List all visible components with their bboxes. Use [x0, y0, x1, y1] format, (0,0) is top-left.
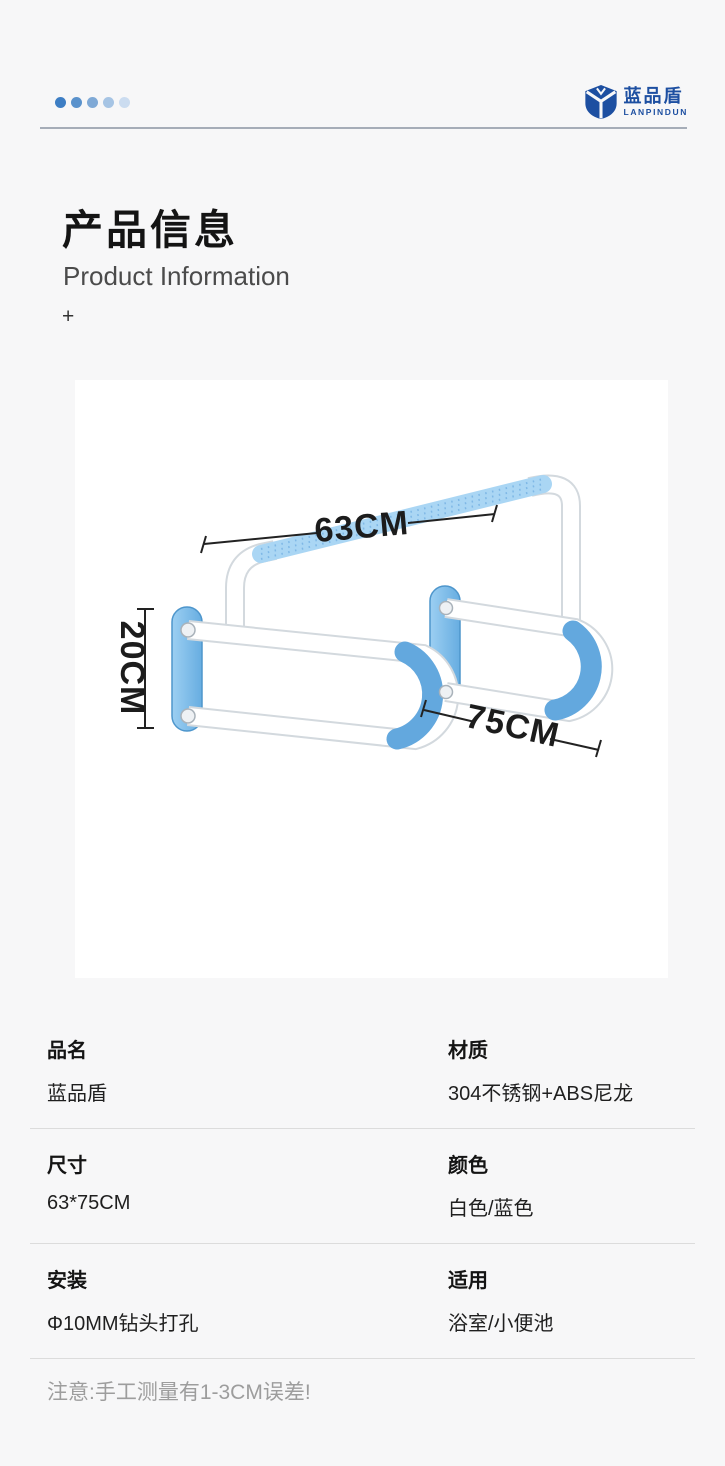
- header-divider: [40, 127, 687, 129]
- spec-value: 63*75CM: [47, 1192, 131, 1214]
- spec-value: 浴室/小便池: [448, 1313, 554, 1335]
- spec-label: 安装: [47, 1270, 87, 1292]
- spec-row: 尺寸 63*75CM 颜色 白色/蓝色: [30, 1129, 695, 1244]
- spec-value: 蓝品盾: [47, 1083, 107, 1105]
- spec-value: Φ10MM钻头打孔: [47, 1313, 199, 1335]
- progress-dot: [103, 97, 114, 108]
- page-subtitle: Product Information: [63, 261, 290, 291]
- page-title: 产品信息: [62, 207, 238, 253]
- right-u-handle: [438, 598, 614, 723]
- spec-value: 304不锈钢+ABS尼龙: [448, 1083, 634, 1105]
- left-grip-cap: [386, 641, 444, 750]
- plus-mark: +: [62, 305, 75, 328]
- progress-dots: [55, 97, 130, 108]
- crossbar-grip: [252, 475, 552, 563]
- progress-dot: [119, 97, 130, 108]
- spec-value: 白色/蓝色: [448, 1198, 534, 1220]
- left-u-handle: [180, 620, 460, 751]
- spec-label: 尺寸: [47, 1155, 87, 1177]
- dimension-width-label: 63CM: [313, 504, 411, 550]
- progress-dot: [87, 97, 98, 108]
- spec-label: 适用: [448, 1270, 488, 1292]
- spec-label: 品名: [47, 1040, 87, 1062]
- screw-icon: [438, 600, 454, 616]
- dimension-height-label: 20CM: [113, 621, 151, 716]
- screw-icon: [180, 708, 196, 724]
- spec-row: 品名 蓝品盾 材质 304不锈钢+ABS尼龙: [30, 1014, 695, 1129]
- spec-table: 品名 蓝品盾 材质 304不锈钢+ABS尼龙 尺寸 63*75CM 颜色 白色/…: [30, 1014, 695, 1406]
- progress-dot: [71, 97, 82, 108]
- screw-icon: [180, 622, 196, 638]
- product-illustration: 63CM 20CM 75CM: [113, 474, 614, 758]
- brand-logo: 蓝品盾 LANPINDUN: [584, 84, 688, 120]
- dimension-height: 20CM: [113, 608, 154, 729]
- brand-name-cn: 蓝品盾: [623, 86, 684, 107]
- right-grip-cap: [544, 620, 602, 721]
- dimension-width: 63CM: [200, 504, 498, 554]
- progress-dot: [55, 97, 66, 108]
- shield-logo-icon: [584, 85, 617, 119]
- product-image-card: 63CM 20CM 75CM: [75, 380, 668, 978]
- spec-label: 材质: [448, 1040, 488, 1062]
- screw-icon: [438, 684, 454, 700]
- measurement-note: 注意:手工测量有1-3CM误差!: [47, 1381, 311, 1404]
- spec-row: 安装 Φ10MM钻头打孔 适用 浴室/小便池: [30, 1244, 695, 1359]
- brand-name-en: LANPINDUN: [623, 107, 688, 118]
- spec-label: 颜色: [448, 1155, 488, 1177]
